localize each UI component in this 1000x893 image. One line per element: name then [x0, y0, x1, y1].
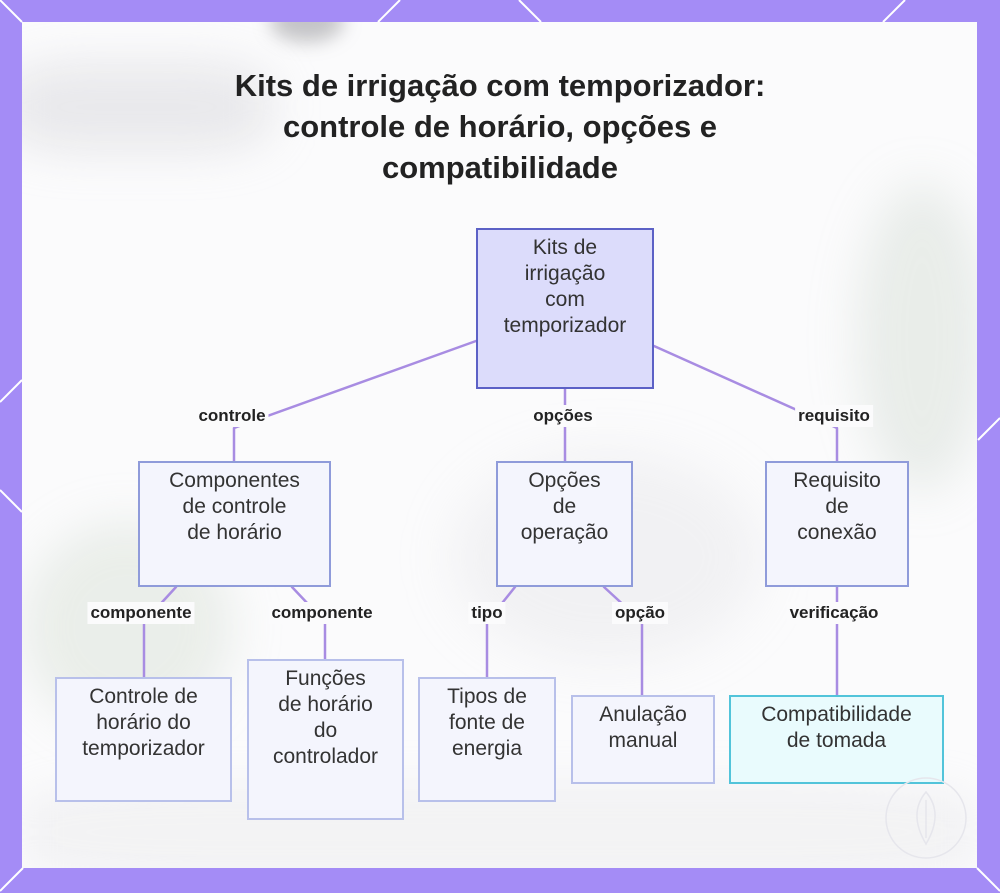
edge-label: componente	[268, 602, 376, 624]
node-funcoes-horario-controlador: Funções de horário do controlador	[247, 659, 404, 820]
edge-label: requisito	[795, 405, 873, 427]
edge-label: opções	[530, 405, 596, 427]
page-title: Kits de irrigação com temporizador: cont…	[0, 65, 1000, 188]
node-label-line: energia	[451, 737, 523, 760]
page-title-line: compatibilidade	[382, 150, 618, 185]
logo-icon	[885, 777, 967, 859]
page-title-line: controle de horário, opções e	[282, 109, 718, 144]
node-requisito-conexao: Requisito de conexão	[765, 461, 909, 587]
edge-opcoes-to-tipos	[485, 585, 517, 679]
frame-pattern-line	[0, 379, 23, 403]
node-label-line: de horário	[278, 693, 373, 716]
node-label-line: horário do	[96, 711, 191, 734]
edge-componentes-to-controle	[142, 585, 178, 679]
node-label-line: de horário	[187, 521, 282, 544]
edge-label: verificação	[786, 602, 882, 624]
frame-pattern-line	[977, 417, 1000, 441]
node-label-line: fonte de	[449, 711, 525, 734]
node-label-line: temporizador	[503, 314, 627, 337]
node-root: Kits de irrigação com temporizador	[476, 228, 654, 389]
node-label-line: de tomada	[786, 729, 887, 752]
node-label-line: Funções	[285, 667, 366, 690]
frame-pattern-line	[0, 0, 23, 23]
node-label-line: de controle	[182, 495, 287, 518]
node-label-line: irrigação	[524, 262, 606, 285]
frame-pattern-line	[882, 0, 906, 23]
background-photo-blur	[857, 182, 977, 492]
background-photo-blur	[270, 22, 344, 42]
node-label-line: temporizador	[82, 737, 205, 760]
node-label-line: Requisito	[793, 469, 881, 492]
edge-label: componente	[87, 602, 195, 624]
node-label-line: Opções	[528, 469, 601, 492]
node-label-line: de	[552, 495, 577, 518]
node-componentes-controle-horario: Componentes de controle de horário	[138, 461, 331, 587]
page-title-line: Kits de irrigação com temporizador:	[234, 68, 766, 103]
node-label-line: Tipos de	[447, 685, 527, 708]
node-opcoes-operacao: Opções de operação	[496, 461, 633, 587]
node-label-line: Kits de	[532, 236, 598, 259]
leaf-icon	[916, 790, 936, 846]
node-label-line: conexão	[797, 521, 877, 544]
frame-pattern-line	[518, 0, 542, 23]
edge-label: controle	[195, 405, 269, 427]
node-tipos-fonte-energia: Tipos de fonte de energia	[418, 677, 556, 802]
background-photo-blur	[22, 62, 272, 152]
edge-root-to-requisito	[652, 344, 839, 463]
node-label-line: manual	[608, 729, 678, 752]
node-label-line: do	[313, 719, 338, 742]
frame-pattern-line	[377, 0, 401, 23]
node-label-line: controlador	[272, 745, 379, 768]
frame-pattern-line	[976, 867, 1000, 892]
node-label-line: Controle de	[89, 685, 198, 708]
node-anulacao-manual: Anulação manual	[571, 695, 715, 784]
node-controle-horario-temporizador: Controle de horário do temporizador	[55, 677, 232, 802]
edge-label: opção	[611, 602, 669, 624]
frame-pattern-line	[0, 489, 23, 513]
node-label-line: Compatibilidade	[761, 703, 912, 726]
edge-label: tipo	[468, 602, 506, 624]
node-label-line: Anulação	[599, 703, 687, 726]
node-label-line: de	[825, 495, 849, 518]
node-compatibilidade-tomada: Compatibilidade de tomada	[729, 695, 944, 784]
node-label-line: operação	[520, 521, 609, 544]
frame-pattern-line	[0, 867, 24, 892]
logo-ring	[885, 777, 967, 859]
edge-root-to-componentes	[232, 339, 478, 463]
node-label-line: Componentes	[169, 469, 300, 492]
node-label-line: com	[545, 288, 585, 311]
